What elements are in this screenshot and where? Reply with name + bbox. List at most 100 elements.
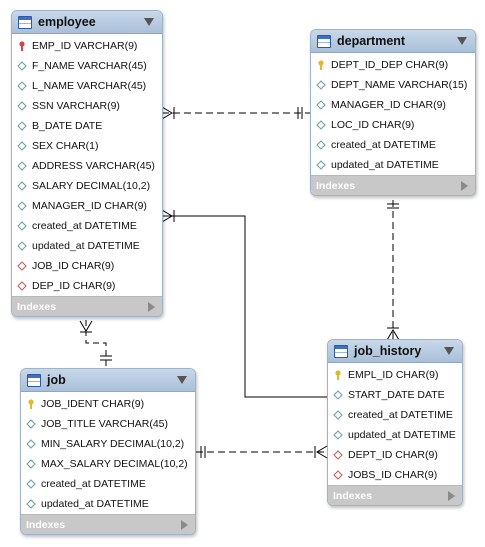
column-row[interactable]: MANAGER_ID CHAR(9) xyxy=(12,196,162,216)
column-row[interactable]: DEPT_NAME VARCHAR(15) xyxy=(311,75,475,95)
indexes-label: Indexes xyxy=(17,300,57,313)
column-label: SALARY DECIMAL(10,2) xyxy=(32,180,151,192)
column-icon xyxy=(17,81,27,91)
column-icon xyxy=(26,479,36,489)
column-icon xyxy=(17,61,27,71)
column-row[interactable]: updated_at DATETIME xyxy=(311,155,475,175)
column-icon xyxy=(17,121,27,131)
foreign-key-icon xyxy=(17,261,27,271)
collapse-arrow-icon[interactable] xyxy=(177,376,187,384)
column-row[interactable]: JOBS_ID CHAR(9) xyxy=(328,465,462,485)
table-header[interactable]: job xyxy=(21,369,195,392)
indexes-bar[interactable]: Indexes xyxy=(12,296,162,316)
relation-employee-job[interactable] xyxy=(79,320,112,368)
indexes-bar[interactable]: Indexes xyxy=(21,514,195,534)
expand-arrow-icon[interactable] xyxy=(461,180,468,191)
primary-key-icon xyxy=(28,399,34,409)
column-row[interactable]: created_at DATETIME xyxy=(21,474,195,494)
indexes-label: Indexes xyxy=(316,179,356,192)
column-label: SEX CHAR(1) xyxy=(32,140,99,152)
column-icon xyxy=(17,241,27,251)
table-title: job_history xyxy=(354,344,422,358)
column-row[interactable]: DEPT_ID CHAR(9) xyxy=(328,445,462,465)
primary-key-icon xyxy=(318,60,324,70)
table-header[interactable]: department xyxy=(311,30,475,53)
column-row[interactable]: DEPT_ID_DEP CHAR(9) xyxy=(311,55,475,75)
table-title: department xyxy=(337,34,406,48)
column-icon xyxy=(17,221,27,231)
column-row[interactable]: B_DATE DATE xyxy=(12,116,162,136)
column-row[interactable]: F_NAME VARCHAR(45) xyxy=(12,56,162,76)
table-icon xyxy=(27,373,41,387)
column-row[interactable]: START_DATE DATE xyxy=(328,385,462,405)
column-label: F_NAME VARCHAR(45) xyxy=(32,60,147,72)
relation-employee-department[interactable] xyxy=(161,106,310,120)
column-icon xyxy=(17,161,27,171)
collapse-arrow-icon[interactable] xyxy=(444,347,454,355)
relation-department-job-history[interactable] xyxy=(386,200,400,341)
relation-job-job-history[interactable] xyxy=(196,445,328,459)
column-label: created_at DATETIME xyxy=(41,478,146,490)
column-row[interactable]: created_at DATETIME xyxy=(328,405,462,425)
column-row[interactable]: SALARY DECIMAL(10,2) xyxy=(12,176,162,196)
column-row[interactable]: SSN VARCHAR(9) xyxy=(12,96,162,116)
indexes-bar[interactable]: Indexes xyxy=(311,175,475,195)
column-icon xyxy=(17,181,27,191)
column-icon xyxy=(17,101,27,111)
table-header[interactable]: employee xyxy=(12,11,162,34)
column-row[interactable]: EMP_ID VARCHAR(9) xyxy=(12,36,162,56)
table-icon xyxy=(18,15,32,29)
column-icon xyxy=(26,459,36,469)
column-label: updated_at DATETIME xyxy=(32,240,140,252)
column-row[interactable]: updated_at DATETIME xyxy=(328,425,462,445)
table-title: employee xyxy=(38,15,96,29)
expand-arrow-icon[interactable] xyxy=(448,490,455,501)
column-row[interactable]: updated_at DATETIME xyxy=(12,236,162,256)
relation-employee-job-history[interactable] xyxy=(161,209,327,398)
expand-arrow-icon[interactable] xyxy=(148,301,155,312)
collapse-arrow-icon[interactable] xyxy=(457,37,467,45)
column-row[interactable]: created_at DATETIME xyxy=(12,216,162,236)
column-label: ADDRESS VARCHAR(45) xyxy=(32,160,155,172)
table-department[interactable]: department DEPT_ID_DEP CHAR(9)DEPT_NAME … xyxy=(310,29,476,196)
column-row[interactable]: JOB_IDENT CHAR(9) xyxy=(21,394,195,414)
column-label: MANAGER_ID CHAR(9) xyxy=(331,99,446,111)
table-job-history[interactable]: job_history EMPL_ID CHAR(9)START_DATE DA… xyxy=(327,339,463,506)
column-list: EMP_ID VARCHAR(9) F_NAME VARCHAR(45) L_NAM… xyxy=(12,34,162,296)
expand-arrow-icon[interactable] xyxy=(181,519,188,530)
column-row[interactable]: JOB_TITLE VARCHAR(45) xyxy=(21,414,195,434)
column-icon xyxy=(26,499,36,509)
primary-key-icon xyxy=(335,370,341,380)
column-row[interactable]: updated_at DATETIME xyxy=(21,494,195,514)
column-label: MIN_SALARY DECIMAL(10,2) xyxy=(41,438,185,450)
column-label: DEPT_ID CHAR(9) xyxy=(348,449,438,461)
table-employee[interactable]: employee EMP_ID VARCHAR(9) F_NAME VARCHAR… xyxy=(11,10,163,317)
column-row[interactable]: JOB_ID CHAR(9) xyxy=(12,256,162,276)
column-row[interactable]: MIN_SALARY DECIMAL(10,2) xyxy=(21,434,195,454)
column-icon xyxy=(316,140,326,150)
table-icon xyxy=(334,344,348,358)
column-label: JOB_TITLE VARCHAR(45) xyxy=(41,418,168,430)
column-label: LOC_ID CHAR(9) xyxy=(331,119,415,131)
column-row[interactable]: LOC_ID CHAR(9) xyxy=(311,115,475,135)
column-icon xyxy=(316,100,326,110)
table-header[interactable]: job_history xyxy=(328,340,462,363)
column-row[interactable]: MANAGER_ID CHAR(9) xyxy=(311,95,475,115)
column-label: B_DATE DATE xyxy=(32,120,103,132)
column-row[interactable]: created_at DATETIME xyxy=(311,135,475,155)
column-row[interactable]: ADDRESS VARCHAR(45) xyxy=(12,156,162,176)
column-row[interactable]: MAX_SALARY DECIMAL(10,2) xyxy=(21,454,195,474)
column-row[interactable]: EMPL_ID CHAR(9) xyxy=(328,365,462,385)
table-job[interactable]: job JOB_IDENT CHAR(9) JOB_TITLE VARCHAR(4… xyxy=(20,368,196,535)
foreign-key-icon xyxy=(17,281,27,291)
column-icon xyxy=(333,430,343,440)
column-icon xyxy=(17,141,27,151)
column-label: created_at DATETIME xyxy=(331,139,436,151)
indexes-bar[interactable]: Indexes xyxy=(328,485,462,505)
column-row[interactable]: DEP_ID CHAR(9) xyxy=(12,276,162,296)
collapse-arrow-icon[interactable] xyxy=(144,18,154,26)
column-row[interactable]: L_NAME VARCHAR(45) xyxy=(12,76,162,96)
foreign-key-icon xyxy=(333,470,343,480)
column-row[interactable]: SEX CHAR(1) xyxy=(12,136,162,156)
